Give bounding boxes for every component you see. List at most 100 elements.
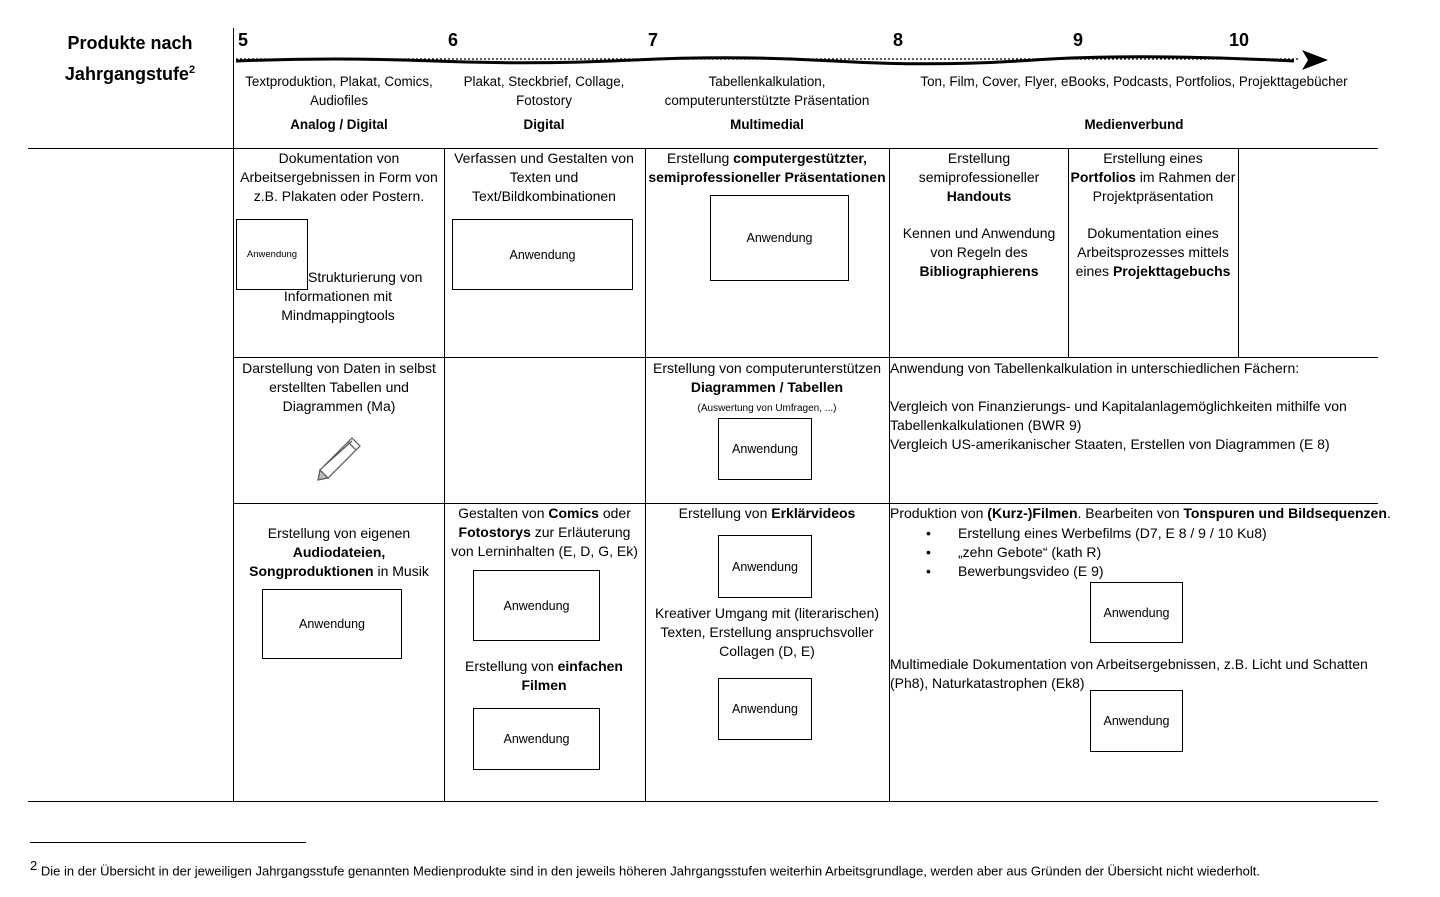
list-item: Bewerbungsvideo (E 9): [926, 562, 1438, 581]
anwendung-button[interactable]: Anwendung: [718, 418, 812, 480]
anwendung-button[interactable]: Anwendung: [1090, 690, 1183, 752]
row1-grade7-bold: computergestützter, semiprofessioneller …: [648, 150, 886, 185]
footnote-divider: [30, 842, 306, 843]
row3-grade5-text: Erstellung von eigenen Audiodateien, Son…: [236, 524, 442, 581]
button-label: Anwendung: [746, 231, 813, 245]
list-item: „zehn Gebote“ (kath R): [926, 543, 1438, 562]
button-label: Anwendung: [298, 617, 366, 631]
row3-grade6-bold3: einfachen Filmen: [521, 658, 623, 693]
row3-grade5-bold: Audiodateien, Songproduktionen: [249, 544, 386, 579]
row3-grade8-pre: Produktion von: [890, 505, 988, 521]
grade-10: 10: [1229, 30, 1250, 50]
row1-grade5-text: Dokumentation von Arbeitsergebnissen in …: [240, 150, 438, 204]
row2-grade8-text: Anwendung von Tabellenkalkulation in unt…: [890, 359, 1370, 454]
products-grade-8-10: Ton, Film, Cover, Flyer, eBooks, Podcast…: [920, 74, 1348, 89]
button-label: Anwendung: [246, 249, 298, 260]
row1-grade7-pre: Erstellung: [667, 150, 734, 166]
row1-grade9-pre: Erstellung eines: [1103, 150, 1203, 166]
row3-grade7-pre: Erstellung von: [678, 505, 772, 521]
grid-line: [233, 28, 234, 802]
row1-grade7-text: Erstellung computergestützter, semiprofe…: [647, 149, 887, 187]
row2-grade7-pre: Erstellung von computerunterstützen: [652, 360, 881, 376]
grade-9: 9: [1073, 30, 1084, 50]
title-line2: Jahrgangstufe: [64, 64, 189, 84]
row3-grade8-mid: . Bearbeiten von: [1077, 505, 1184, 521]
row1-grade8-bold: Handouts: [946, 188, 1012, 204]
row1-grade5-text2b: Informationen mit Mindmappingtools: [281, 288, 395, 323]
products-grade-5: Textproduktion, Plakat, Comics, Audiofil…: [245, 74, 433, 108]
row2-grade5-text: Darstellung von Daten in selbst erstellt…: [242, 360, 436, 414]
row3-grade8-post: .: [1386, 505, 1391, 521]
mode-analog-digital: Analog / Digital: [290, 117, 388, 132]
grid-line: [444, 148, 445, 802]
row3-grade6-bold1: Comics: [548, 505, 599, 521]
page-title: Produkte nach Jahrgangstufe2: [40, 30, 220, 88]
anwendung-button[interactable]: Anwendung: [236, 219, 308, 290]
row3-grade6-bold2: Fotostorys: [458, 524, 531, 540]
anwendung-button[interactable]: Anwendung: [452, 219, 633, 290]
anwendung-button[interactable]: Anwendung: [718, 535, 812, 598]
grade-5: 5: [238, 30, 249, 50]
mode-medienverbund: Medienverbund: [1084, 117, 1184, 132]
grade-6: 6: [448, 30, 459, 50]
footnote-text: Die in der Übersicht in der jeweiligen J…: [40, 863, 1260, 879]
footnote: 2 Die in der Übersicht in der jeweiligen…: [30, 856, 1430, 881]
button-label: Anwendung: [503, 732, 570, 746]
anwendung-button[interactable]: Anwendung: [710, 195, 849, 281]
row1-grade6-text: Verfassen und Gestalten von Texten und T…: [454, 150, 634, 204]
anwendung-button[interactable]: Anwendung: [718, 678, 812, 740]
row2-grade7-bold: Diagrammen / Tabellen: [690, 379, 844, 395]
anwendung-button[interactable]: Anwendung: [1090, 582, 1183, 643]
list-item: Erstellung eines Werbefilms (D7, E 8 / 9…: [926, 524, 1438, 543]
row1-grade8-text: Erstellung semiprofessioneller Handouts …: [891, 149, 1067, 281]
anwendung-button[interactable]: Anwendung: [473, 708, 600, 770]
row3-grade6-pre2: Erstellung von: [465, 658, 558, 674]
row2-grade7-text: Erstellung von computerunterstützen Diag…: [647, 359, 887, 416]
row1-grade9-bold2: Projekttagebuchs: [1112, 263, 1231, 279]
row3-grade8-text: Produktion von (Kurz-)Filmen. Bearbeiten…: [890, 504, 1391, 523]
row1-grade8-pre2: Kennen und Anwendung von Regeln des: [902, 225, 1056, 260]
row3-grade6-pre: Gestalten von: [458, 505, 549, 521]
grid-line: [1238, 148, 1239, 358]
row2-grade8-line1: Anwendung von Tabellenkalkulation in unt…: [890, 360, 1300, 376]
row3-grade8-bold1: (Kurz-)Filmen: [987, 505, 1078, 521]
row1-grade9-post: im Rahmen der Projektpräsentation: [1092, 169, 1236, 204]
row2-grade8-line3: Vergleich US-amerikanischer Staaten, Ers…: [890, 436, 1330, 452]
row3-grade7-text2: Kreativer Umgang mit (literarischen) Tex…: [654, 605, 880, 659]
grid-line: [889, 148, 890, 802]
row3-grade6-mid: oder: [598, 505, 631, 521]
grid-line: [28, 148, 1378, 149]
pencil-icon: [317, 437, 361, 481]
row3-grade5-pre: Erstellung von eigenen: [267, 525, 411, 541]
button-label: Anwendung: [1103, 714, 1170, 728]
row1-grade9-text: Erstellung eines Portfolios im Rahmen de…: [1070, 149, 1236, 281]
button-label: Anwendung: [509, 247, 576, 262]
row1-grade8-bold2: Bibliographierens: [919, 263, 1039, 279]
row1-grade9-pre2: Dokumentation eines Arbeitsprozesses mit…: [1075, 225, 1229, 279]
button-label: Anwendung: [503, 598, 570, 613]
products-grade-6: Plakat, Steckbrief, Collage, Fotostory: [463, 74, 625, 108]
products-grade-7: Tabellenkalkulation, computerunterstützt…: [664, 74, 870, 108]
title-footnote-mark: 2: [188, 64, 196, 76]
grid-line: [28, 801, 1378, 802]
row3-grade8-bullet-list: Erstellung eines Werbefilms (D7, E 8 / 9…: [890, 524, 1438, 581]
button-label: Anwendung: [1103, 605, 1170, 620]
row2-grade8-line2: Vergleich von Finanzierungs- und Kapital…: [890, 398, 1347, 433]
button-label: Anwendung: [731, 702, 799, 716]
row1-grade5-text2a: Strukturierung von: [308, 269, 423, 285]
row3-grade6-text: Gestalten von Comics oder Fotostorys zur…: [446, 504, 643, 561]
row3-grade7-bold: Erklärvideos: [771, 505, 856, 521]
grid-line: [233, 503, 1378, 504]
row3-grade6-post: zur Erläuterung von Lerninhalten (E, D, …: [451, 524, 638, 559]
button-label: Anwendung: [731, 559, 799, 574]
timeline-arrow-icon: [235, 50, 1328, 70]
row1-grade8-pre: Erstellung semiprofessioneller: [918, 150, 1040, 185]
button-label: Anwendung: [731, 442, 799, 456]
row3-grade6-text2: Erstellung von einfachen Filmen: [460, 657, 628, 695]
mode-digital: Digital: [523, 117, 565, 132]
grid-line: [1068, 148, 1069, 358]
row2-grade7-small: (Auswertung von Umfragen, ...): [697, 403, 837, 414]
anwendung-button[interactable]: Anwendung: [473, 570, 600, 641]
mode-multimedial: Multimedial: [730, 117, 804, 132]
anwendung-button[interactable]: Anwendung: [262, 589, 402, 659]
